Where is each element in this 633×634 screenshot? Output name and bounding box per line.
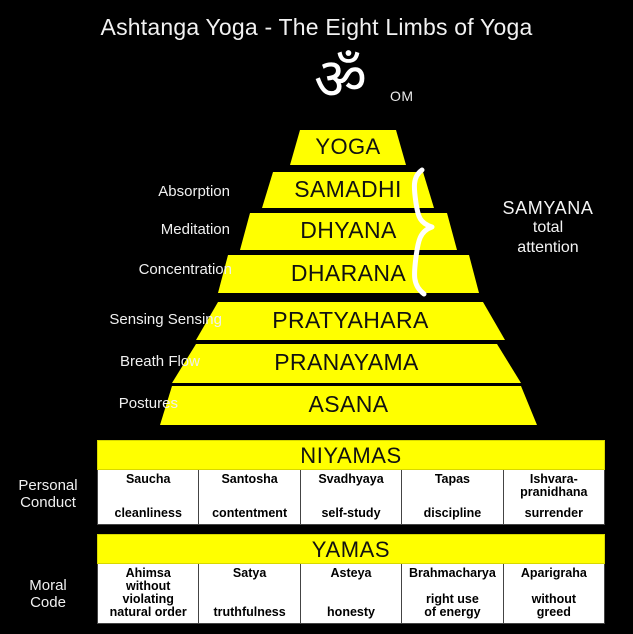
side-label-moral-code: Moral Code <box>2 577 94 611</box>
side-label-line2: Code <box>30 594 66 611</box>
side-label-line2: Conduct <box>20 494 76 511</box>
table-cell-meaning: self-study <box>321 506 381 520</box>
om-label: OM <box>390 88 414 104</box>
samyana-title: SAMYANA <box>502 198 594 218</box>
table-cell-term: Asteya <box>330 566 372 580</box>
table-cell[interactable]: Satya truthfulness <box>199 564 301 623</box>
table-cell-term: Santosha <box>221 472 278 486</box>
table-cell[interactable]: Svadhyaya self-study <box>301 470 403 524</box>
table-cell-term: Brahmacharya <box>408 566 496 580</box>
table-cell-meaning: cleanliness <box>114 506 182 520</box>
table-cell-meaning: truthfulness <box>213 605 286 619</box>
pyramid-band-yoga[interactable]: YOGA <box>290 130 406 165</box>
table-cell-term: Tapas <box>434 472 471 486</box>
tier-label-sensing: Sensing Sensing <box>109 311 222 328</box>
samyana-brace-icon <box>411 167 435 297</box>
pyramid-band-label: SAMADHI <box>294 175 402 202</box>
table-row: Saucha cleanliness Santosha contentment Svad… <box>97 470 605 525</box>
om-symbol-group: ॐ OM <box>286 48 466 120</box>
table-cell-term: Svadhyaya <box>318 472 384 486</box>
table-cell[interactable]: Santosha contentment <box>199 470 301 524</box>
table-cell-meaning: surrender <box>524 506 583 520</box>
om-icon: ॐ <box>314 45 367 113</box>
table-cell-meaning: contentment <box>212 506 288 520</box>
tier-label-meditation: Meditation <box>160 221 230 238</box>
table-niyamas: NIYAMAS Saucha cleanliness Santosha content… <box>97 440 605 525</box>
table-cell[interactable]: Asteya honesty <box>301 564 403 623</box>
table-cell-meaning: discipline <box>423 506 482 520</box>
pyramid-band-pranayama[interactable]: PRANAYAMA <box>172 344 521 383</box>
table-cell-term: Aparigraha <box>520 566 587 580</box>
table-cell[interactable]: Tapas discipline <box>402 470 504 524</box>
table-heading-yamas[interactable]: YAMAS <box>97 534 605 564</box>
table-heading-niyamas[interactable]: NIYAMAS <box>97 440 605 470</box>
table-cell[interactable]: Saucha cleanliness <box>98 470 200 524</box>
side-label-line1: Personal <box>18 477 78 494</box>
samyana-line3: attention <box>517 239 579 256</box>
pyramid-band-label: PRANAYAMA <box>274 349 419 375</box>
pyramid-band-asana[interactable]: ASANA <box>160 386 537 425</box>
pyramid-band-label: PRATYAHARA <box>272 306 429 333</box>
table-cell-meaning: honesty <box>327 605 375 619</box>
pyramid-band-samadhi[interactable]: SAMADHI <box>262 172 434 208</box>
side-label-line1: Moral <box>29 577 67 594</box>
pyramid-band-pratyahara[interactable]: PRATYAHARA <box>196 302 505 340</box>
side-label-personal-conduct: Personal Conduct <box>2 477 94 511</box>
table-cell-term: Ahimsa <box>125 566 171 580</box>
pyramid-band-dharana[interactable]: DHARANA <box>218 255 479 293</box>
pyramid-band-label: YOGA <box>315 133 381 159</box>
tier-label-concentration: Concentration <box>138 261 232 278</box>
table-cell-term: Saucha <box>125 472 171 486</box>
tier-label-postures: Postures <box>118 395 178 412</box>
tier-label-breath-flow: Breath Flow <box>119 353 200 370</box>
table-cell-term: Satya <box>232 566 267 580</box>
table-cell[interactable]: Ishvara-pranidhana surrender <box>504 470 604 524</box>
page-title: Ashtanga Yoga - The Eight Limbs of Yoga <box>100 14 533 40</box>
pyramid-band-label: ASANA <box>308 391 389 417</box>
samyana-annotation: SAMYANA total attention <box>468 198 628 258</box>
pyramid-band-label: DHYANA <box>300 217 397 243</box>
samyana-line2: total <box>532 219 564 236</box>
table-cell-term: Ishvara-pranidhana <box>520 472 588 499</box>
pyramid-band-label: DHARANA <box>290 259 407 286</box>
tier-label-absorption: Absorption <box>158 183 230 200</box>
